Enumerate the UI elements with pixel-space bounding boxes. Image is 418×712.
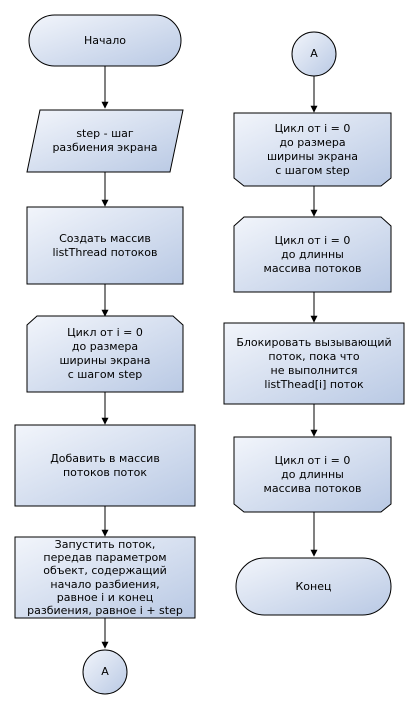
label-line: A — [310, 47, 318, 60]
label-line: до размера — [279, 135, 346, 149]
connector-a-in — [291, 31, 337, 77]
label-line: до размера — [71, 340, 139, 353]
block-process — [223, 322, 405, 405]
label-line: ширины экрана — [266, 149, 359, 163]
label-line: с шагом step — [275, 163, 350, 177]
loop1-preparation — [26, 315, 184, 393]
label-line: разбиения, равное i + step — [27, 604, 183, 618]
label-line: ширины экрана — [59, 354, 151, 367]
label-line: Добавить в массив — [50, 451, 160, 465]
label-line: Блокировать вызывающий — [236, 335, 392, 349]
end-label: Конец — [236, 558, 391, 615]
input-step-parallelogram — [26, 109, 184, 173]
label-line: Конец — [295, 579, 332, 593]
label-line: до длинны — [281, 467, 344, 481]
label-line: listThead[i] поток — [264, 377, 364, 391]
label-line: потоков поток — [62, 465, 148, 479]
end-terminator — [235, 557, 392, 616]
connector-a-out-label: A — [83, 650, 127, 694]
start-terminator — [28, 14, 182, 67]
label-line: Начало — [83, 33, 126, 47]
label-line: listThread потоков — [52, 245, 158, 259]
label-line: массива потоков — [263, 261, 362, 275]
start-thread-process — [14, 536, 196, 619]
label-line: поток, пока что — [268, 349, 360, 363]
label-line: с шагом step — [67, 368, 143, 381]
label-line: Запустить поток, — [54, 537, 156, 551]
label-line: Цикл от i = 0 — [274, 233, 351, 247]
add-thread-process — [14, 424, 196, 507]
loop4-preparation — [233, 436, 392, 513]
connector-a-in-label: A — [292, 32, 336, 76]
loop3-preparation — [233, 216, 392, 293]
label-line: не выполнится — [270, 363, 358, 377]
start-label: Начало — [29, 15, 181, 66]
label-line: A — [101, 665, 109, 678]
label-line: Цикл от i = 0 — [274, 453, 351, 467]
label-line: массива потоков — [263, 481, 362, 495]
label-line: Цикл от i = 0 — [274, 121, 351, 135]
label-line: Цикл от i = 0 — [67, 326, 143, 339]
label-line: разбиения экрана — [52, 141, 158, 154]
label-line: до длинны — [281, 247, 344, 261]
connector-a-out — [82, 649, 128, 695]
loop2-preparation — [233, 112, 392, 187]
create-array-process — [26, 206, 184, 285]
label-line: объект, содержащий — [43, 564, 167, 578]
label-line: равное i и конец — [56, 590, 154, 604]
label-line: Создать массив — [59, 231, 151, 245]
label-line: step - шаг — [76, 127, 134, 140]
label-line: передав параметром — [43, 550, 167, 564]
label-line: начало разбиения, — [50, 577, 160, 591]
